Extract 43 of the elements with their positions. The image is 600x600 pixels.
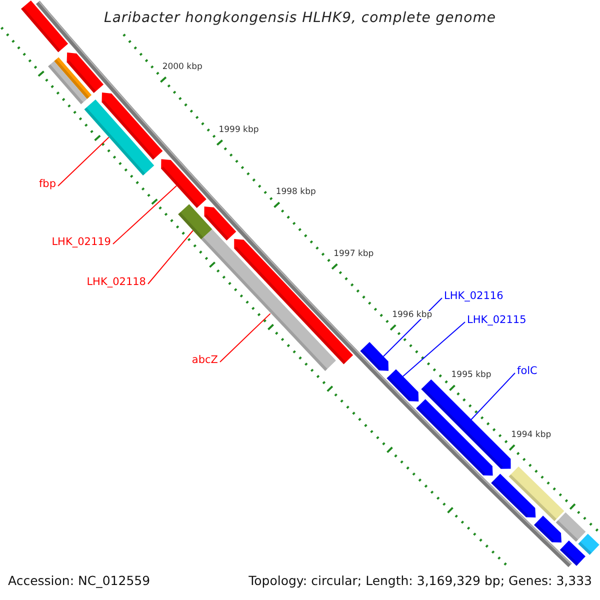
gene-block — [556, 512, 586, 542]
gene-block — [54, 57, 92, 99]
leader-line — [58, 136, 110, 186]
tick-label: 1999 kbp — [218, 126, 259, 134]
gene-label: LHK_02118 — [86, 277, 146, 288]
tick-label: 1995 kbp — [451, 370, 492, 380]
tick-label: 1994 kbp — [511, 430, 552, 440]
leader-line — [382, 298, 442, 357]
gene-block — [66, 52, 104, 94]
gene-block — [534, 516, 562, 542]
gene-block — [21, 0, 68, 52]
gene-block — [416, 399, 493, 476]
gene-block — [360, 342, 389, 371]
gene-label: LHK_02115 — [467, 315, 526, 326]
genome-info: Topology: circular; Length: 3,169,329 bp; Genes: 3,333 — [248, 575, 592, 588]
gene-block — [48, 61, 88, 104]
gene-block — [491, 474, 536, 518]
tick-label: 1998 kbp — [276, 188, 316, 196]
gene-block — [421, 379, 511, 469]
tick-label: 2000 kbp — [162, 62, 202, 72]
tick-label: 1996 kbp — [392, 310, 432, 320]
gene-label: abcZ — [192, 355, 218, 366]
gene-block — [234, 238, 354, 364]
gene-block — [178, 204, 212, 240]
gene-block — [84, 100, 154, 176]
leader-line — [112, 185, 178, 244]
gene-label: LHK_02119 — [52, 237, 111, 248]
gene-label: folC — [517, 366, 538, 376]
leader-line — [470, 372, 516, 420]
leader-line — [402, 322, 466, 377]
leader-line — [220, 313, 271, 362]
gene-block — [560, 540, 586, 566]
gene-block — [204, 206, 236, 240]
genome-info: Accession: NC_012559 — [8, 575, 150, 588]
gene-block — [578, 534, 600, 555]
gene-block — [386, 369, 419, 402]
gene-block — [102, 92, 163, 160]
gene-block — [161, 159, 206, 208]
title: Laribacter hongkongensis HLHK9, complete genome — [103, 11, 497, 25]
tick-label: 1997 kbp — [334, 250, 374, 258]
gene-label: fbp — [38, 179, 56, 190]
gene-label: LHK_02116 — [444, 291, 504, 302]
gene-block — [508, 466, 564, 522]
